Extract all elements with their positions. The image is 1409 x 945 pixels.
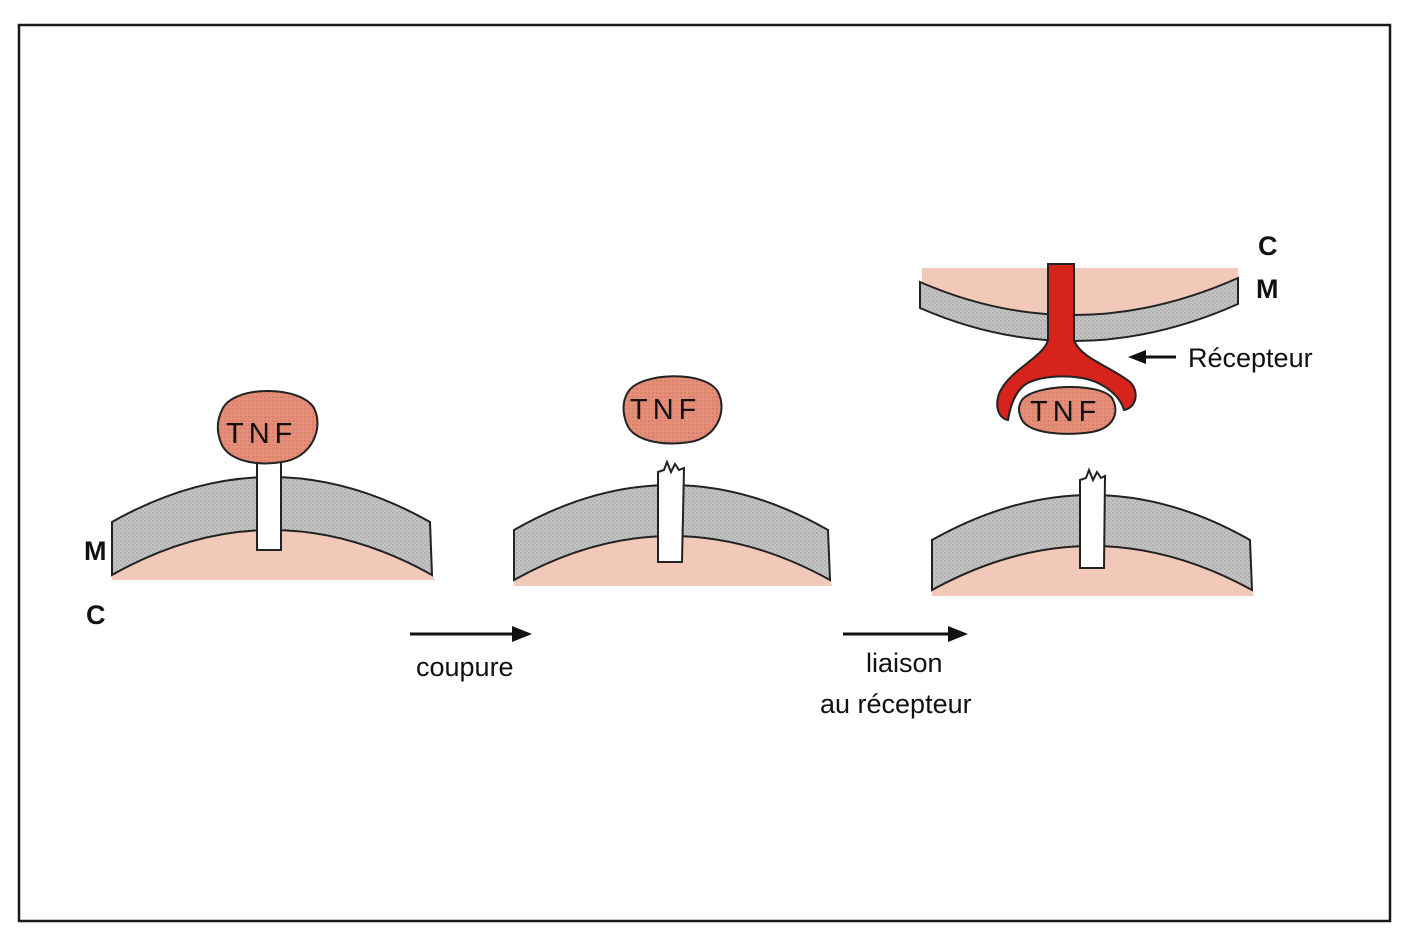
tnf-protein-3: [1018, 385, 1117, 435]
binding-caption-line1: liaison: [866, 648, 943, 678]
binding-caption-line2: au récepteur: [820, 689, 972, 719]
receptor-pointer-head: [1128, 350, 1146, 364]
tnf-label-3: TNF: [1030, 396, 1101, 428]
figure-frame: [17, 23, 1392, 923]
panel-1-membrane-bound-tnf: TNF M C: [84, 390, 435, 630]
cleavage-caption: coupure: [416, 652, 514, 682]
tnf-protein-2: [622, 375, 723, 445]
receptor-label: Récepteur: [1188, 343, 1313, 373]
membrane-label-right: M: [1256, 274, 1279, 304]
panel-3-receptor-bound: TNF C M Récepteur: [919, 231, 1313, 596]
cleaved-stalk-3: [1079, 467, 1107, 569]
arrow-binding-head: [948, 626, 968, 642]
cleaved-stalk-2: [657, 459, 686, 563]
membrane-label-left: M: [84, 536, 107, 566]
cell-label-right: C: [1258, 231, 1278, 261]
panel-2-cleaved-tnf: TNF: [513, 375, 832, 586]
tnf-protein-1: [216, 390, 319, 465]
step-cleavage: coupure: [410, 626, 532, 682]
tnf-receptor: [996, 263, 1137, 422]
tnf-label-1: TNF: [226, 418, 297, 450]
tnf-label-2: TNF: [630, 394, 701, 426]
cell-label-left: C: [86, 600, 106, 630]
step-receptor-binding: liaison au récepteur: [820, 626, 972, 719]
tnf-stalk-1: [256, 454, 282, 551]
target-cytoplasm: [922, 268, 1238, 315]
cytoplasm-3: [932, 546, 1254, 596]
membrane-3-upper: [919, 276, 1239, 343]
arrow-cleavage-head: [512, 626, 532, 642]
